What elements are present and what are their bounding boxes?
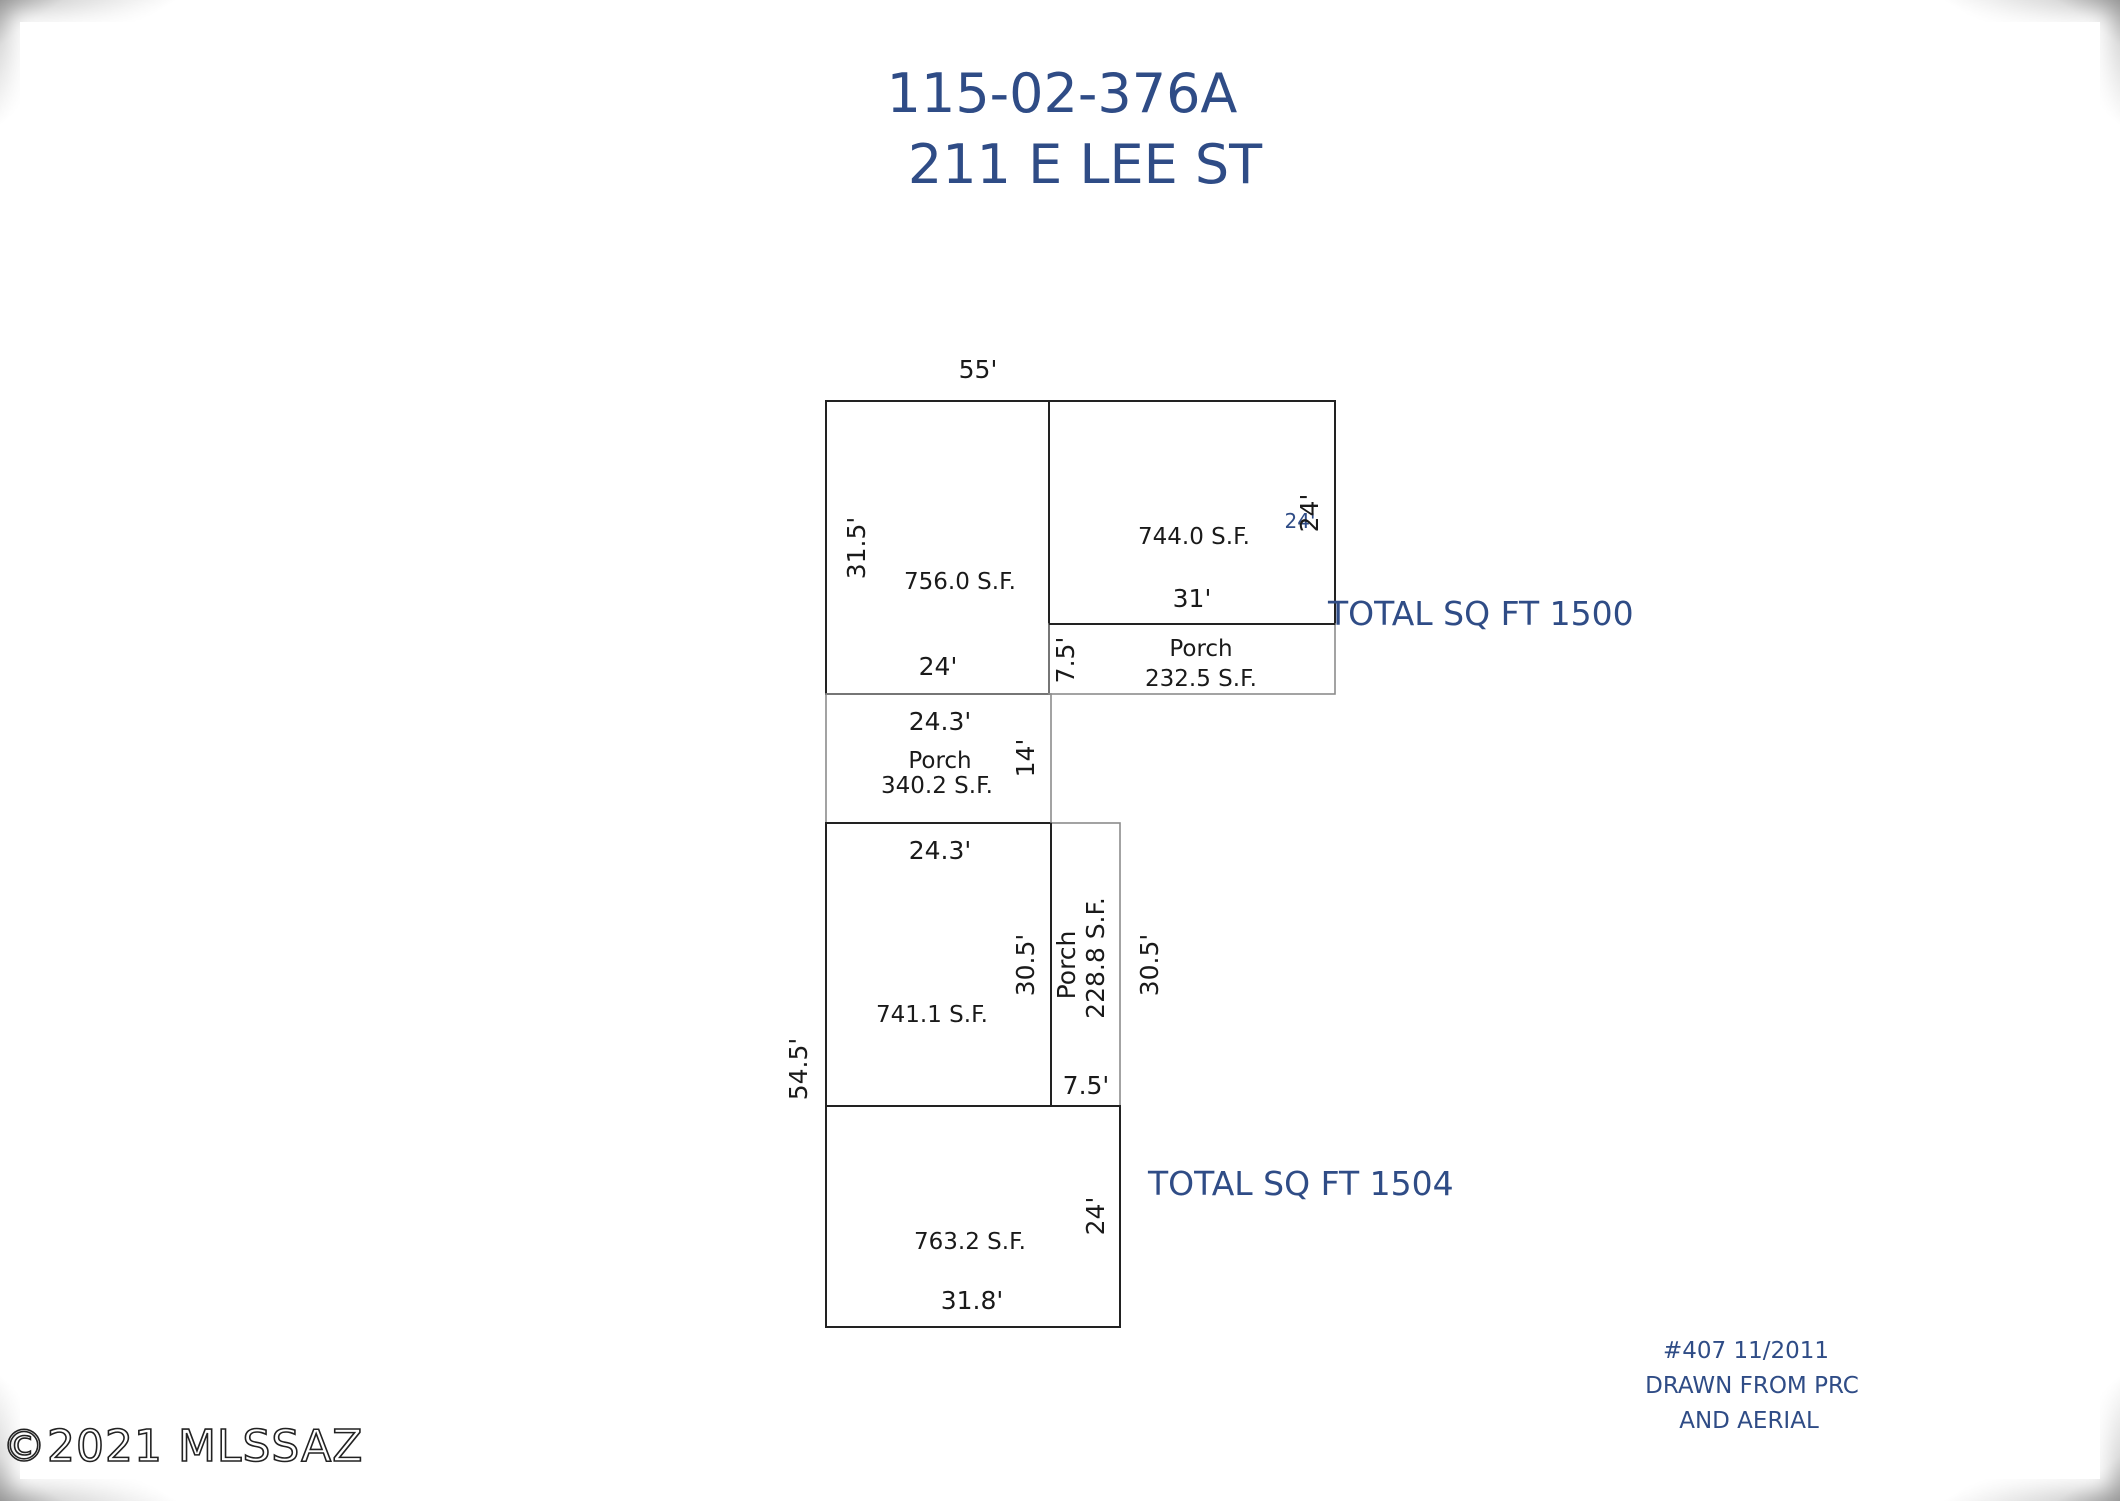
property-address: 211 E LEE ST <box>908 133 1263 196</box>
note-sketch-number: #407 11/2011 <box>1663 1338 1829 1364</box>
room-upper-area: 741.1 S.F. <box>876 1002 988 1028</box>
porch-right-depth: 7.5' <box>1051 637 1080 684</box>
room-lower-area: 763.2 S.F. <box>914 1229 1026 1255</box>
room-lower-height: 24' <box>1081 1197 1110 1236</box>
porch-right-name: Porch <box>1169 636 1232 662</box>
note-aerial: AND AERIAL <box>1679 1408 1819 1434</box>
building-b-total-sqft: TOTAL SQ FT 1504 <box>1147 1164 1454 1203</box>
room-lower-outline <box>825 1105 1121 1328</box>
building-b-overall-height: 54.5' <box>784 1038 813 1101</box>
room-right-area: 744.0 S.F. <box>1138 524 1250 550</box>
porch-side-name: Porch <box>1052 931 1081 1000</box>
room-lower-width: 31.8' <box>941 1286 1004 1315</box>
porch-middle-name: Porch <box>908 748 971 774</box>
room-right-height: 24' <box>1295 494 1324 533</box>
porch-side-height: 30.5' <box>1135 934 1164 997</box>
building-a-total-sqft: TOTAL SQ FT 1500 <box>1327 594 1634 633</box>
drawing-sheet <box>20 22 2100 1479</box>
room-right-overlap-label: 24' <box>1285 509 1316 533</box>
note-drawn-from: DRAWN FROM PRC <box>1645 1373 1859 1399</box>
porch-side-width: 7.5' <box>1063 1071 1110 1100</box>
room-upper-width: 24.3' <box>909 836 972 865</box>
room-left-area: 756.0 S.F. <box>904 569 1016 595</box>
room-upper-height: 30.5' <box>1011 934 1040 997</box>
room-left-width: 24' <box>919 652 958 681</box>
room-left-height: 31.5' <box>842 517 871 580</box>
porch-middle-width: 24.3' <box>909 707 972 736</box>
parcel-number: 115-02-376A <box>887 62 1238 125</box>
porch-right-area: 232.5 S.F. <box>1145 666 1257 692</box>
room-right-width: 31' <box>1173 584 1212 613</box>
porch-middle-area: 340.2 S.F. <box>881 773 993 799</box>
building-a-top-width: 55' <box>959 355 998 384</box>
copyright-watermark: ©2021 MLSSAZ <box>2 1421 363 1472</box>
porch-middle-depth: 14' <box>1011 739 1040 778</box>
porch-side-area: 228.8 S.F. <box>1081 897 1110 1019</box>
